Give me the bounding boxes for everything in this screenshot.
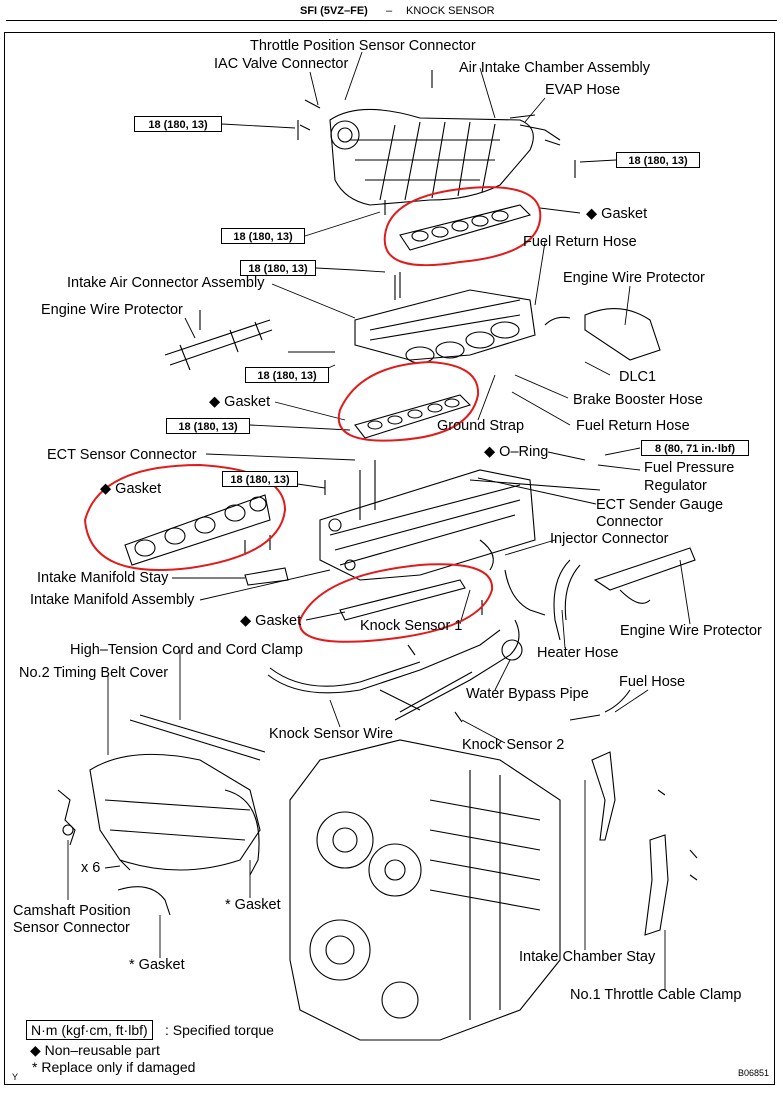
torque-spec: 8 (80, 71 in.·lbf)	[641, 440, 749, 456]
label-gasket-star-1: * Gasket	[225, 897, 281, 913]
label-air-intake-chamber-assembly: Air Intake Chamber Assembly	[459, 60, 650, 76]
highlight-left-gasket	[83, 463, 287, 571]
intake-manifold-stay-part	[244, 567, 289, 586]
leader-lines	[67, 51, 691, 990]
label-fuel-return-hose-top: Fuel Return Hose	[523, 234, 637, 250]
gasket-left-part	[124, 494, 271, 566]
throttle-cable-clamp-part	[644, 834, 669, 936]
gasket-upper-part	[399, 204, 532, 251]
label-knock-sensor-2: Knock Sensor 2	[462, 737, 565, 753]
torque-spec: 18 (180, 13)	[616, 152, 700, 168]
label-fuel-pressure-regulator-1: Fuel Pressure	[644, 460, 735, 476]
gasket-mid-part	[354, 394, 472, 439]
label-throttle-position-sensor-connector: Throttle Position Sensor Connector	[250, 38, 476, 54]
fuel-hose-part	[569, 689, 631, 721]
label-o-ring: ◆ O–Ring	[484, 444, 549, 460]
label-engine-wire-protector-right-top: Engine Wire Protector	[563, 270, 705, 286]
legend-non-reusable: ◆ Non–reusable part	[30, 1042, 160, 1058]
legend-torque-unit-box: N·m (kgf·cm, ft·lbf)	[26, 1020, 153, 1040]
page-title: KNOCK SENSOR	[406, 5, 495, 17]
label-water-bypass-pipe: Water Bypass Pipe	[466, 686, 589, 702]
engine-wire-protector-bottom-part	[593, 547, 696, 604]
header-rule	[6, 20, 777, 21]
label-gasket-mid: ◆ Gasket	[209, 394, 271, 410]
header-dash: –	[386, 5, 393, 17]
label-heater-hose: Heater Hose	[537, 645, 619, 661]
label-intake-chamber-stay: Intake Chamber Stay	[519, 949, 656, 965]
timing-belt-cover-part	[89, 714, 266, 876]
highlight-upper-gasket	[383, 186, 542, 267]
corner-mark: Y	[12, 1072, 19, 1082]
water-bypass-pipe-part	[394, 569, 546, 721]
label-gasket-top: ◆ Gasket	[586, 206, 648, 222]
torque-spec: 18 (180, 13)	[245, 367, 329, 383]
legend-torque-unit-desc: : Specified torque	[165, 1022, 274, 1038]
torque-spec: 18 (180, 13)	[240, 260, 316, 276]
engine-wire-protector-right-part	[544, 308, 661, 361]
label-dlc1: DLC1	[619, 369, 657, 385]
label-fuel-pressure-regulator-2: Regulator	[644, 478, 707, 494]
torque-spec: 18 (180, 13)	[166, 418, 250, 434]
label-camshaft-position-1: Camshaft Position	[13, 903, 131, 919]
highlight-knock-sensor	[298, 563, 494, 643]
label-evap-hose: EVAP Hose	[545, 82, 621, 98]
highlight-mid-gasket	[337, 360, 480, 442]
label-knock-sensor-wire: Knock Sensor Wire	[269, 726, 394, 742]
label-fuel-return-hose-mid: Fuel Return Hose	[576, 418, 690, 434]
label-gasket-star-2: * Gasket	[129, 957, 185, 973]
torque-spec: 18 (180, 13)	[222, 471, 298, 487]
section-code: SFI (5VZ–FE)	[300, 5, 368, 17]
label-engine-wire-protector-right-bottom: Engine Wire Protector	[620, 623, 762, 639]
page-header: SFI (5VZ–FE) – KNOCK SENSOR	[0, 0, 783, 24]
label-brake-booster-hose: Brake Booster Hose	[573, 392, 703, 408]
intake-manifold-part	[319, 460, 601, 581]
torque-spec: 18 (180, 13)	[221, 228, 305, 244]
label-gasket-lower: ◆ Gasket	[240, 613, 302, 629]
label-no2-timing-belt-cover: No.2 Timing Belt Cover	[19, 665, 169, 681]
label-ect-sender-gauge-connector-1: ECT Sender Gauge	[596, 497, 724, 513]
label-no1-throttle-cable-clamp: No.1 Throttle Cable Clamp	[570, 987, 742, 1003]
label-engine-wire-protector-left: Engine Wire Protector	[41, 302, 183, 318]
engine-wire-protector-left-part	[164, 310, 273, 371]
legend-replace: * Replace only if damaged	[32, 1059, 196, 1075]
label-injector-connector: Injector Connector	[550, 531, 669, 547]
air-intake-chamber-part	[299, 99, 561, 206]
gasket-lower-part	[339, 579, 466, 621]
engine-block-part	[289, 739, 561, 1041]
label-ground-strap: Ground Strap	[437, 418, 525, 434]
label-intake-air-connector-assembly: Intake Air Connector Assembly	[67, 275, 265, 291]
label-gasket-left: ◆ Gasket	[100, 481, 162, 497]
label-intake-manifold-assembly: Intake Manifold Assembly	[30, 592, 195, 608]
bolts	[119, 70, 698, 881]
label-x6: x 6	[81, 860, 101, 876]
small-gasket-part	[117, 886, 171, 916]
label-intake-manifold-stay: Intake Manifold Stay	[37, 570, 169, 586]
intake-air-connector-part	[354, 272, 536, 364]
red-highlight-marks	[83, 186, 542, 643]
torque-spec: 18 (180, 13)	[134, 116, 222, 132]
figure-code: B06851	[738, 1068, 770, 1078]
label-ect-sensor-connector: ECT Sensor Connector	[47, 447, 197, 463]
label-camshaft-position-2: Sensor Connector	[13, 920, 130, 936]
diagram-frame	[4, 32, 775, 1085]
label-high-tension-cord: High–Tension Cord and Cord Clamp	[70, 642, 303, 658]
heater-hose-part	[553, 559, 581, 641]
label-ect-sender-gauge-connector-2: Connector	[596, 514, 663, 530]
camshaft-sensor-part	[57, 789, 76, 846]
intake-chamber-stay-part	[591, 751, 616, 841]
label-fuel-hose: Fuel Hose	[619, 674, 686, 690]
label-knock-sensor-1: Knock Sensor 1	[360, 618, 463, 634]
label-iac-valve-connector: IAC Valve Connector	[214, 56, 349, 72]
